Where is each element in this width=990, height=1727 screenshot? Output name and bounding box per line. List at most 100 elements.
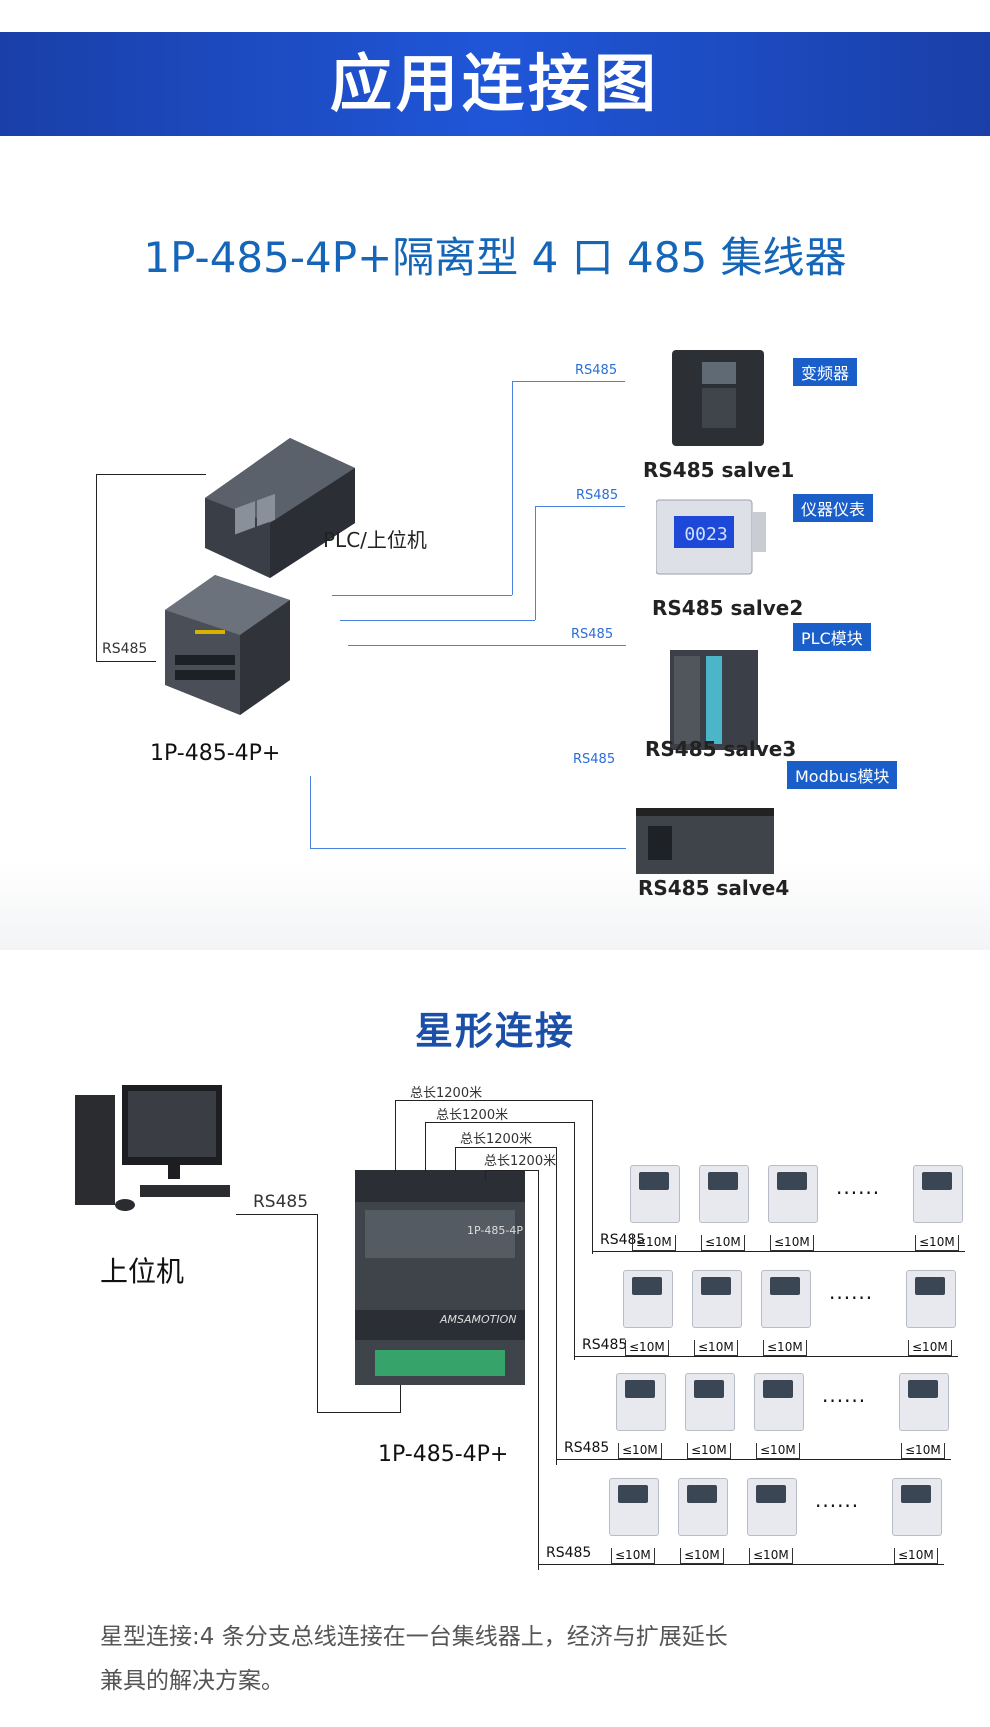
meter-screen: [901, 1485, 931, 1503]
meter-body: [892, 1478, 942, 1536]
footer-text: 星型连接:4 条分支总线连接在一台集线器上，经济与扩展延长 兼具的解决方案。: [100, 1615, 900, 1703]
span-length-label: ≤10M: [687, 1443, 731, 1459]
meter-screen: [708, 1172, 738, 1190]
meter-body: [623, 1270, 673, 1328]
meter-body: [685, 1373, 735, 1431]
meter-body: [913, 1165, 963, 1223]
span-length-label: ≤10M: [756, 1443, 800, 1459]
row-bus-line: [592, 1251, 965, 1252]
meter-display: 0023: [684, 524, 728, 545]
row-ellipsis: ......: [836, 1175, 881, 1199]
meter-unit: 2: [685, 1373, 735, 1431]
footer-line-2: 兼具的解决方案。: [100, 1668, 284, 1694]
meter-screen: [618, 1485, 648, 1503]
span-length-label: ≤10M: [611, 1548, 655, 1564]
meter-unit: 1: [623, 1270, 673, 1328]
meter-body: [754, 1373, 804, 1431]
meter-screen: [908, 1380, 938, 1398]
meter-unit: 32: [899, 1373, 949, 1431]
hub-device-image: [165, 575, 290, 715]
meter-screen: [632, 1277, 662, 1295]
meter-screen: [694, 1380, 724, 1398]
meter-unit: 3: [754, 1373, 804, 1431]
length-label-3: 总长1200米: [460, 1132, 533, 1147]
length-label-2: 总长1200米: [436, 1108, 509, 1123]
diagram-background: [0, 860, 990, 950]
meter-unit: 32: [906, 1270, 956, 1328]
branch4-v: [310, 776, 311, 848]
meter-unit: 32: [913, 1165, 963, 1223]
meter-body: [630, 1165, 680, 1223]
branch2-v: [535, 506, 536, 620]
meter-screen: [687, 1485, 717, 1503]
meter-unit: 32: [892, 1478, 942, 1536]
trunk3-top: [455, 1147, 556, 1148]
meter-body: [899, 1373, 949, 1431]
meter-screen: [770, 1277, 800, 1295]
modbus-module-image: [636, 808, 774, 874]
trunk1-top: [395, 1100, 592, 1101]
meter-body: [768, 1165, 818, 1223]
star-hub-brand: AMSAMOTION: [440, 1313, 517, 1326]
meter-unit: 2: [699, 1165, 749, 1223]
row-rs485-label: RS485: [546, 1545, 592, 1561]
rs485-left-label: RS485: [102, 641, 148, 657]
span-length-label: ≤10M: [632, 1235, 676, 1251]
host-link-v2: [400, 1378, 401, 1413]
plc-caption: PLC/上位机: [323, 528, 427, 552]
header-banner: [0, 32, 990, 136]
slave3-tag: PLC模块: [793, 623, 871, 651]
meter-body: [761, 1270, 811, 1328]
footer-line-1: 星型连接:4 条分支总线连接在一台集线器上，经济与扩展延长: [100, 1624, 728, 1650]
trunk4-down: [538, 1170, 539, 1570]
span-length-label: ≤10M: [770, 1235, 814, 1251]
meter-screen: [639, 1172, 669, 1190]
meter-body: [692, 1270, 742, 1328]
host-caption: 上位机: [100, 1255, 185, 1288]
meter-unit: 1: [609, 1478, 659, 1536]
slave1-label: RS485 salve1: [643, 458, 795, 482]
host-link-h2: [317, 1412, 400, 1413]
slave2-label: RS485 salve2: [652, 596, 804, 620]
star-hub-model: 1P-485-4P: [467, 1224, 523, 1237]
hub-caption: 1P-485-4P+: [150, 741, 281, 766]
slave4-tag: Modbus模块: [787, 761, 898, 789]
trunk1-v: [395, 1100, 396, 1172]
star-title: 星形连接: [414, 1009, 575, 1053]
trunk4-top: [485, 1170, 538, 1171]
meter-screen: [701, 1277, 731, 1295]
span-length-label: ≤10M: [894, 1548, 938, 1564]
meter-screen: [915, 1277, 945, 1295]
span-length-label: ≤10M: [763, 1340, 807, 1356]
banner-title: 应用连接图: [329, 47, 660, 120]
slave2-tag: 仪器仪表: [793, 494, 874, 522]
span-length-label: ≤10M: [701, 1235, 745, 1251]
meter-unit: 2: [692, 1270, 742, 1328]
span-length-label: ≤10M: [915, 1235, 959, 1251]
branch1-h1: [332, 595, 512, 596]
meter-screen: [756, 1485, 786, 1503]
meter-unit: 3: [768, 1165, 818, 1223]
plc-link-bottom: [96, 661, 156, 662]
trunk2-down: [574, 1122, 575, 1360]
meter-unit: 3: [761, 1270, 811, 1328]
trunk4-v: [485, 1170, 486, 1180]
trunk2-v: [425, 1122, 426, 1172]
trunk1-down: [592, 1100, 593, 1254]
branch1-h2: [512, 381, 625, 382]
section-title: 1P-485-4P+隔离型 4 口 485 集线器: [143, 233, 847, 282]
plc-device-image: [205, 438, 355, 578]
branch4-label: RS485: [573, 752, 616, 767]
branch1-label: RS485: [575, 363, 618, 378]
length-label-1: 总长1200米: [410, 1086, 483, 1101]
plc-link-top: [96, 474, 206, 475]
host-computer-image: [75, 1085, 230, 1211]
meter-unit: 1: [616, 1373, 666, 1431]
row-bus-line: [574, 1356, 958, 1357]
trunk3-v: [455, 1147, 456, 1172]
row-ellipsis: ......: [829, 1280, 874, 1304]
host-link-h1: [236, 1214, 318, 1215]
host-rs485-label: RS485: [253, 1192, 309, 1212]
slave4-label: RS485 salve4: [638, 876, 790, 900]
span-length-label: ≤10M: [694, 1340, 738, 1356]
